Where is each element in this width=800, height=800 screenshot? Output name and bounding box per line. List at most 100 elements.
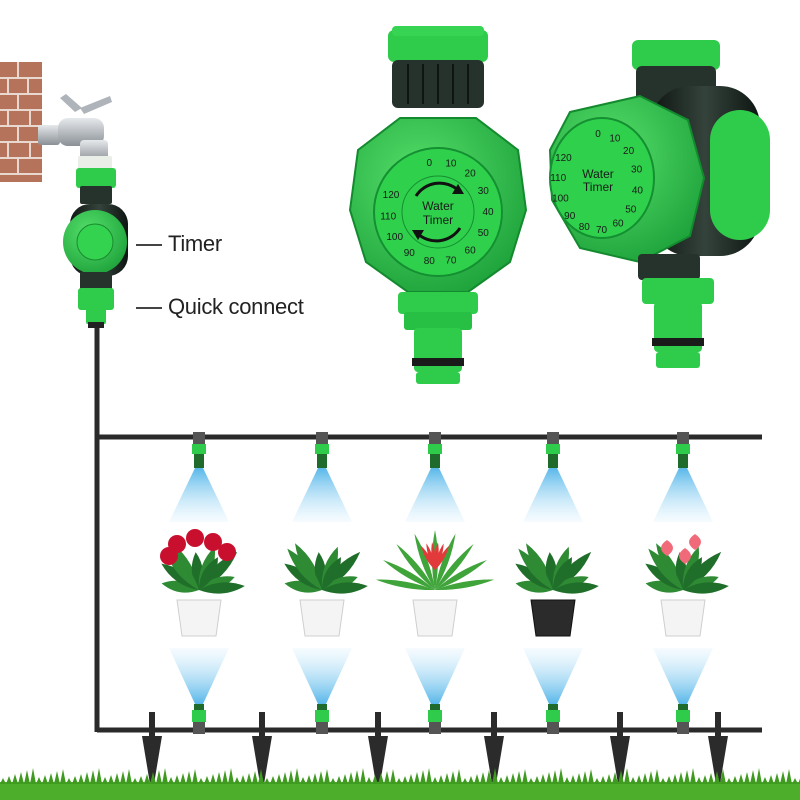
dial-number: 60	[612, 219, 624, 230]
callout-timer-label: Timer	[168, 231, 222, 256]
pink-flower	[661, 540, 673, 556]
dial-number: 100	[386, 232, 403, 243]
dial-number: 120	[383, 190, 400, 201]
upper-nozzle-2	[292, 432, 352, 522]
leaf	[552, 557, 573, 590]
dial-number: 60	[465, 245, 477, 256]
callout-line	[136, 244, 162, 246]
leaf	[435, 579, 495, 591]
mist-spray	[292, 648, 352, 704]
ground-stake-6	[708, 712, 728, 784]
dial-number: 50	[478, 228, 490, 239]
flower-pot	[176, 599, 222, 637]
leaf	[683, 582, 729, 594]
leaf	[414, 533, 435, 590]
dial-number: 10	[445, 159, 457, 170]
leaf	[396, 544, 435, 590]
grass-strip	[0, 768, 800, 800]
upper-nozzle-4	[523, 432, 583, 522]
pink-flower	[689, 534, 701, 550]
lower-nozzle-2	[292, 648, 352, 734]
dial-number: 80	[424, 256, 436, 267]
leaf	[198, 557, 219, 590]
upper-nozzle-5	[653, 432, 713, 522]
mist-spray	[169, 468, 229, 522]
leaf	[435, 533, 456, 590]
bromeliad-plant	[375, 530, 495, 637]
ground-stake-4	[484, 712, 504, 784]
dial-number: 20	[465, 169, 477, 180]
dial-number: 70	[445, 255, 457, 266]
leaf	[682, 557, 703, 590]
leaf	[199, 582, 245, 594]
dial-number: 30	[631, 165, 643, 176]
brick-wall	[0, 62, 42, 182]
leaf	[515, 580, 553, 593]
dial-label-timer: Timer	[423, 213, 453, 227]
mist-spray	[169, 648, 229, 704]
mist-spray	[653, 468, 713, 522]
faucet-tap	[38, 94, 112, 162]
dial-number: 90	[404, 248, 416, 259]
leaf	[383, 560, 435, 590]
leaf	[518, 548, 553, 590]
aglaonema-plant	[515, 543, 599, 637]
dial-number: 100	[552, 193, 569, 204]
callout-timer: Timer	[136, 231, 222, 257]
leaf	[553, 582, 599, 594]
dial-number: 110	[550, 173, 566, 184]
dial-number: 120	[555, 153, 572, 164]
leaf	[645, 580, 683, 593]
flower-pot	[530, 599, 576, 637]
dial-number: 30	[478, 186, 490, 197]
leaf	[322, 582, 368, 594]
mist-spray	[405, 468, 465, 522]
mist-spray	[292, 468, 352, 522]
anthurium-plant	[645, 534, 729, 637]
dial-number: 10	[609, 134, 621, 145]
flower-pot	[299, 599, 345, 637]
leaf	[287, 548, 322, 590]
dial-number: 50	[625, 205, 637, 216]
red-flower	[186, 529, 204, 547]
mist-spray	[653, 648, 713, 704]
leaf	[435, 545, 449, 570]
lower-nozzle-1	[169, 648, 229, 734]
ground-stake-2	[252, 712, 272, 784]
dial-number: 20	[623, 146, 635, 157]
dial-number: 90	[564, 211, 576, 222]
mist-spray	[523, 468, 583, 522]
pink-flower	[679, 548, 691, 564]
dial-number: 110	[380, 211, 396, 222]
ground-stake-1	[142, 712, 162, 784]
small-timer-assembly	[63, 156, 128, 328]
flower-pot	[412, 599, 458, 637]
leaf	[161, 580, 199, 593]
lower-nozzle-3	[405, 648, 465, 734]
dial-number: 0	[427, 158, 433, 169]
dial-number: 40	[632, 185, 644, 196]
red-flower	[218, 543, 236, 561]
red-flower	[204, 533, 222, 551]
flower-pot	[660, 599, 706, 637]
callout-quick-connect-label: Quick connect	[168, 294, 304, 319]
callout-line	[136, 307, 162, 309]
dial-number: 70	[596, 225, 608, 236]
red-flower	[160, 547, 178, 565]
mist-spray	[523, 648, 583, 704]
leaf	[434, 542, 439, 570]
leaf	[648, 548, 683, 590]
leaf	[435, 560, 487, 590]
upper-nozzle-3	[405, 432, 465, 522]
side-dial-label-timer: Timer	[583, 180, 613, 194]
ground-stake-5	[610, 712, 630, 784]
mist-spray	[405, 648, 465, 704]
side-dial-label-water: Water	[582, 167, 614, 181]
upper-nozzle-1	[169, 432, 229, 522]
lower-nozzle-4	[523, 648, 583, 734]
leaf	[284, 580, 322, 593]
